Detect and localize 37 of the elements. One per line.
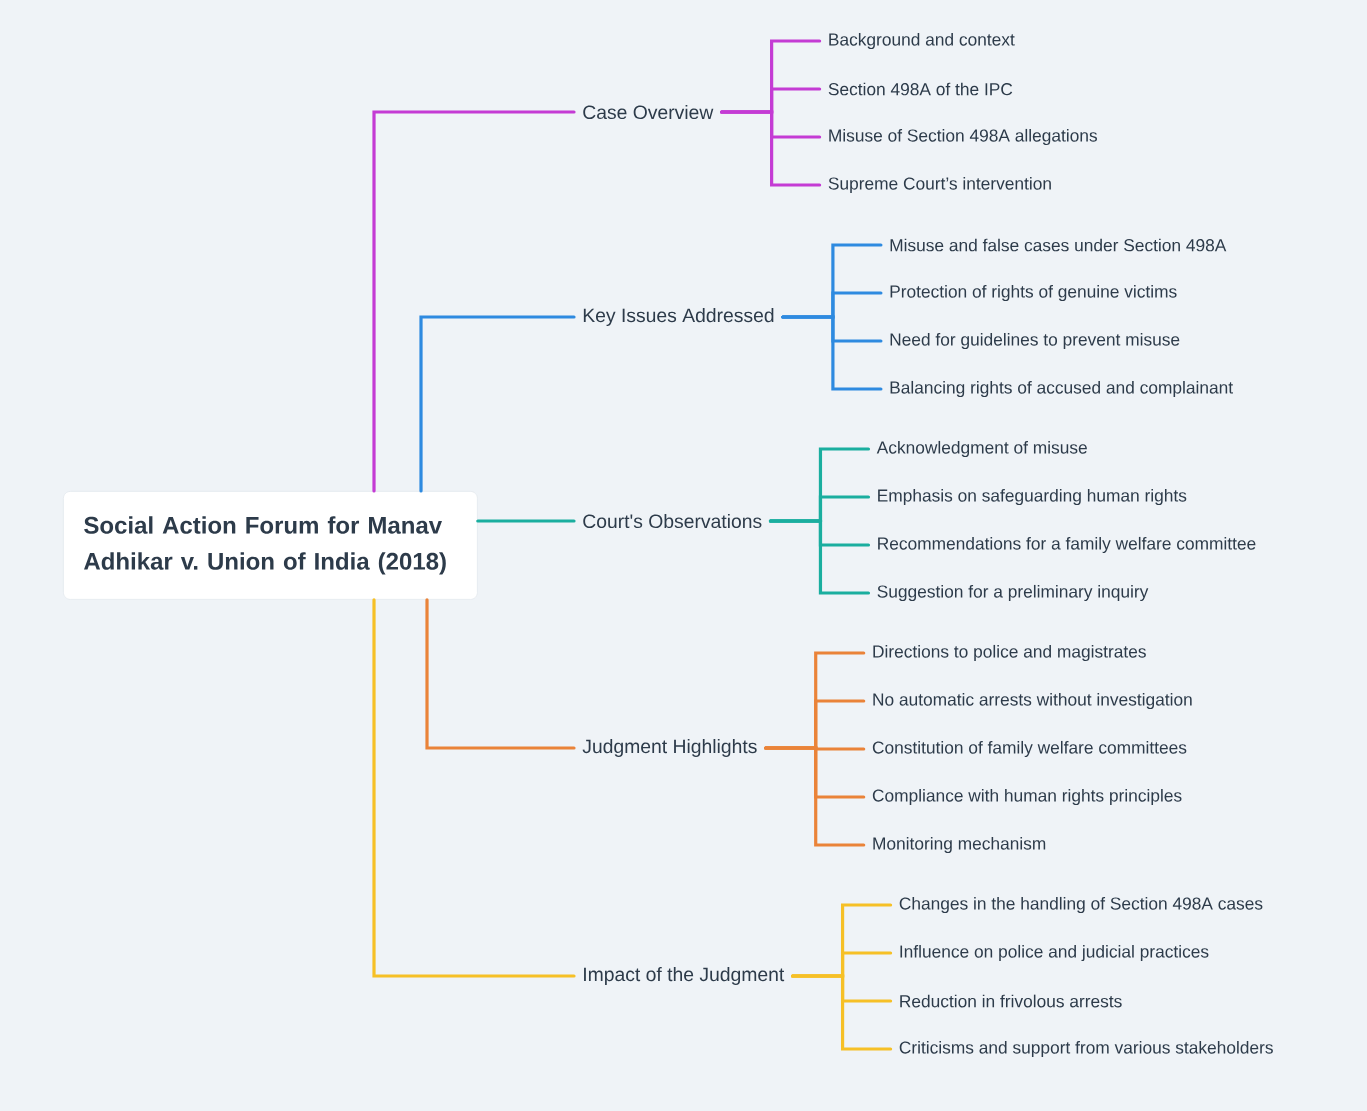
connector-line bbox=[781, 315, 883, 391]
connector-line bbox=[425, 598, 576, 750]
topic-label: Misuse of Section 498A allegations bbox=[829, 128, 1097, 146]
branch-label: Key Issues Addressed bbox=[583, 308, 774, 326]
connector-line bbox=[476, 519, 576, 523]
topic-label: Constitution of family welfare committees bbox=[872, 740, 1187, 758]
topic-label: Emphasis on safeguarding human rights bbox=[878, 488, 1187, 506]
connector-line bbox=[764, 746, 866, 847]
connector-line bbox=[768, 519, 871, 595]
topic-label: Acknowledgment of misuse bbox=[876, 440, 1087, 458]
topic-box: Social Action Forum for Manav Adhikar v. Union of India (2018) bbox=[63, 491, 478, 600]
topic-label: Supreme Court’s intervention bbox=[828, 176, 1051, 194]
topic-label: Changes in the handling of Section 498A cases bbox=[899, 896, 1263, 914]
branch-label: Judgment Highlights bbox=[582, 739, 757, 757]
topic-label: Recommendations for a family welfare committee bbox=[878, 536, 1256, 554]
topic-label: Suggestion for a preliminary inquiry bbox=[877, 584, 1149, 602]
branch-label: Impact of the Judgment bbox=[584, 967, 785, 986]
connector-line bbox=[791, 974, 893, 1051]
topic-label: Background and context bbox=[829, 32, 1015, 50]
topic-label: Influence on police and judicial practices bbox=[900, 944, 1209, 962]
connector-line bbox=[372, 110, 576, 493]
topic-label: Directions to police and magistrates bbox=[873, 644, 1146, 662]
branch-label: Court's Observations bbox=[583, 513, 762, 529]
topic-label: Monitoring mechanism bbox=[873, 836, 1046, 854]
branch-label: Case Overview bbox=[583, 104, 714, 120]
topic-label: Protection of rights of genuine victims bbox=[890, 284, 1177, 302]
topic-label: Misuse and false cases under Section 498A bbox=[890, 238, 1227, 252]
connector-line bbox=[720, 110, 822, 187]
topic-label: No automatic arrests without investigation bbox=[873, 692, 1192, 710]
topic-label: Section 498A of the IPC bbox=[828, 82, 1013, 96]
topic-label: Balancing rights of accused and complainant bbox=[890, 380, 1233, 398]
topic-label: Need for guidelines to prevent misuse bbox=[890, 332, 1180, 350]
topic-label: Reduction in frivolous arrests bbox=[900, 994, 1122, 1008]
topic-label: Compliance with human rights principles bbox=[872, 788, 1182, 806]
connector-line bbox=[372, 598, 576, 978]
topic-label: Criticisms and support from various stakeholders bbox=[899, 1040, 1273, 1058]
connector-line bbox=[419, 315, 576, 493]
